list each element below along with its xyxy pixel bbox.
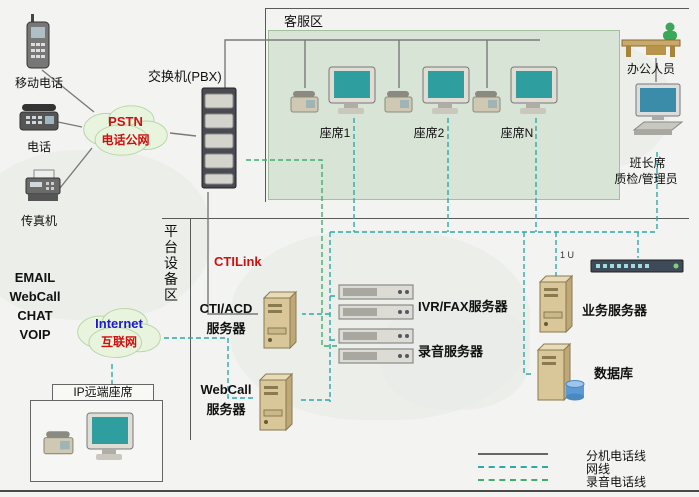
legend-phone-line-label: 分机电话线 [586,449,647,463]
mobile-phone-icon [26,14,50,69]
service-area-border-top [265,8,689,9]
legend-network-line-label: 网线 [586,462,611,476]
cti-acd-label-2: 服务器 [206,321,246,336]
mobile-phone-label: 移动电话 [14,76,63,90]
remote-monitor-icon [86,412,134,460]
pbx-icon [201,87,237,189]
internet-title: Internet [95,316,143,331]
webcall-label-2: 服务器 [206,402,246,417]
pstn-title: PSTN [108,114,143,129]
office-staff-label: 办公人员 [626,62,675,76]
cti-acd-server-icon [262,290,298,350]
agent-monitor-icon [422,66,470,114]
business-server-icon [538,274,574,334]
service-area-zone [268,30,620,200]
supervisor-pc-icon [632,83,684,135]
office-desk-icon [621,22,681,57]
legend-recording-line-sample [478,479,548,481]
agent-n-label: 座席N [500,126,534,140]
agent-phone-icon [290,91,319,113]
platform-area-border-left [190,218,191,440]
rack-unit-label: 1 U [560,250,575,260]
platform-area-label: 平台设备区 [164,223,178,303]
recording-server-label: 录音服务器 [418,344,484,359]
recording-rack-icon [338,328,414,364]
webcall-label-1: WebCall [200,382,252,397]
ivr-fax-label: IVR/FAX服务器 [418,299,508,314]
agent-monitor-icon [510,66,558,114]
agent-1-label: 座席1 [319,126,351,140]
agent-2-label: 座席2 [413,126,445,140]
channel-voip-label: VOIP [19,327,51,342]
pstn-cloud: PSTN 电话公网 [78,98,173,163]
legend-phone-line-sample [478,453,548,455]
database-icon [536,342,585,402]
ivr-fax-rack-icon [338,284,414,320]
supervisor-label-2: 质检/管理员 [614,172,678,186]
channel-chat-label: CHAT [17,308,53,323]
bottom-rule [0,490,699,492]
recording-lines [246,159,338,347]
cti-acd-label-1: CTI/ACD [199,301,253,316]
network-lines [111,118,658,402]
agent-phone-icon [472,91,501,113]
internet-cloud-icon [77,308,161,358]
service-area-label: 客服区 [284,14,324,29]
legend-recording-line-label: 录音电话线 [586,475,647,489]
supervisor-label-1: 班长席 [629,156,666,170]
desk-phone-icon [19,104,59,131]
agent-monitor-icon [328,66,376,114]
internet-cloud: Internet 互联网 [70,302,168,364]
webcall-server-icon [258,372,294,432]
business-server-label: 业务服务器 [582,303,648,318]
switch-icon [590,259,684,273]
platform-area-border-top [162,218,689,219]
pbx-label: 交换机(PBX) [148,69,222,84]
pstn-cloud-icon [83,105,168,156]
fax-machine-icon [25,169,61,201]
ctilink-label: CTILink [214,254,262,269]
pstn-subtitle: 电话公网 [101,133,150,147]
fax-machine-label: 传真机 [20,214,57,228]
agent-phone-icon [384,91,413,113]
remote-agent-tab: IP远端座席 [52,384,154,401]
legend-network-line-sample [478,466,548,468]
internet-subtitle: 互联网 [100,335,137,349]
channel-webcall-label: WebCall [9,289,61,304]
channel-email-label: EMAIL [14,270,56,285]
phone-lines [41,39,657,315]
database-label: 数据库 [594,366,634,381]
remote-phone-icon [43,431,74,455]
desk-phone-label: 电话 [26,140,51,154]
service-area-border-left [265,8,266,202]
